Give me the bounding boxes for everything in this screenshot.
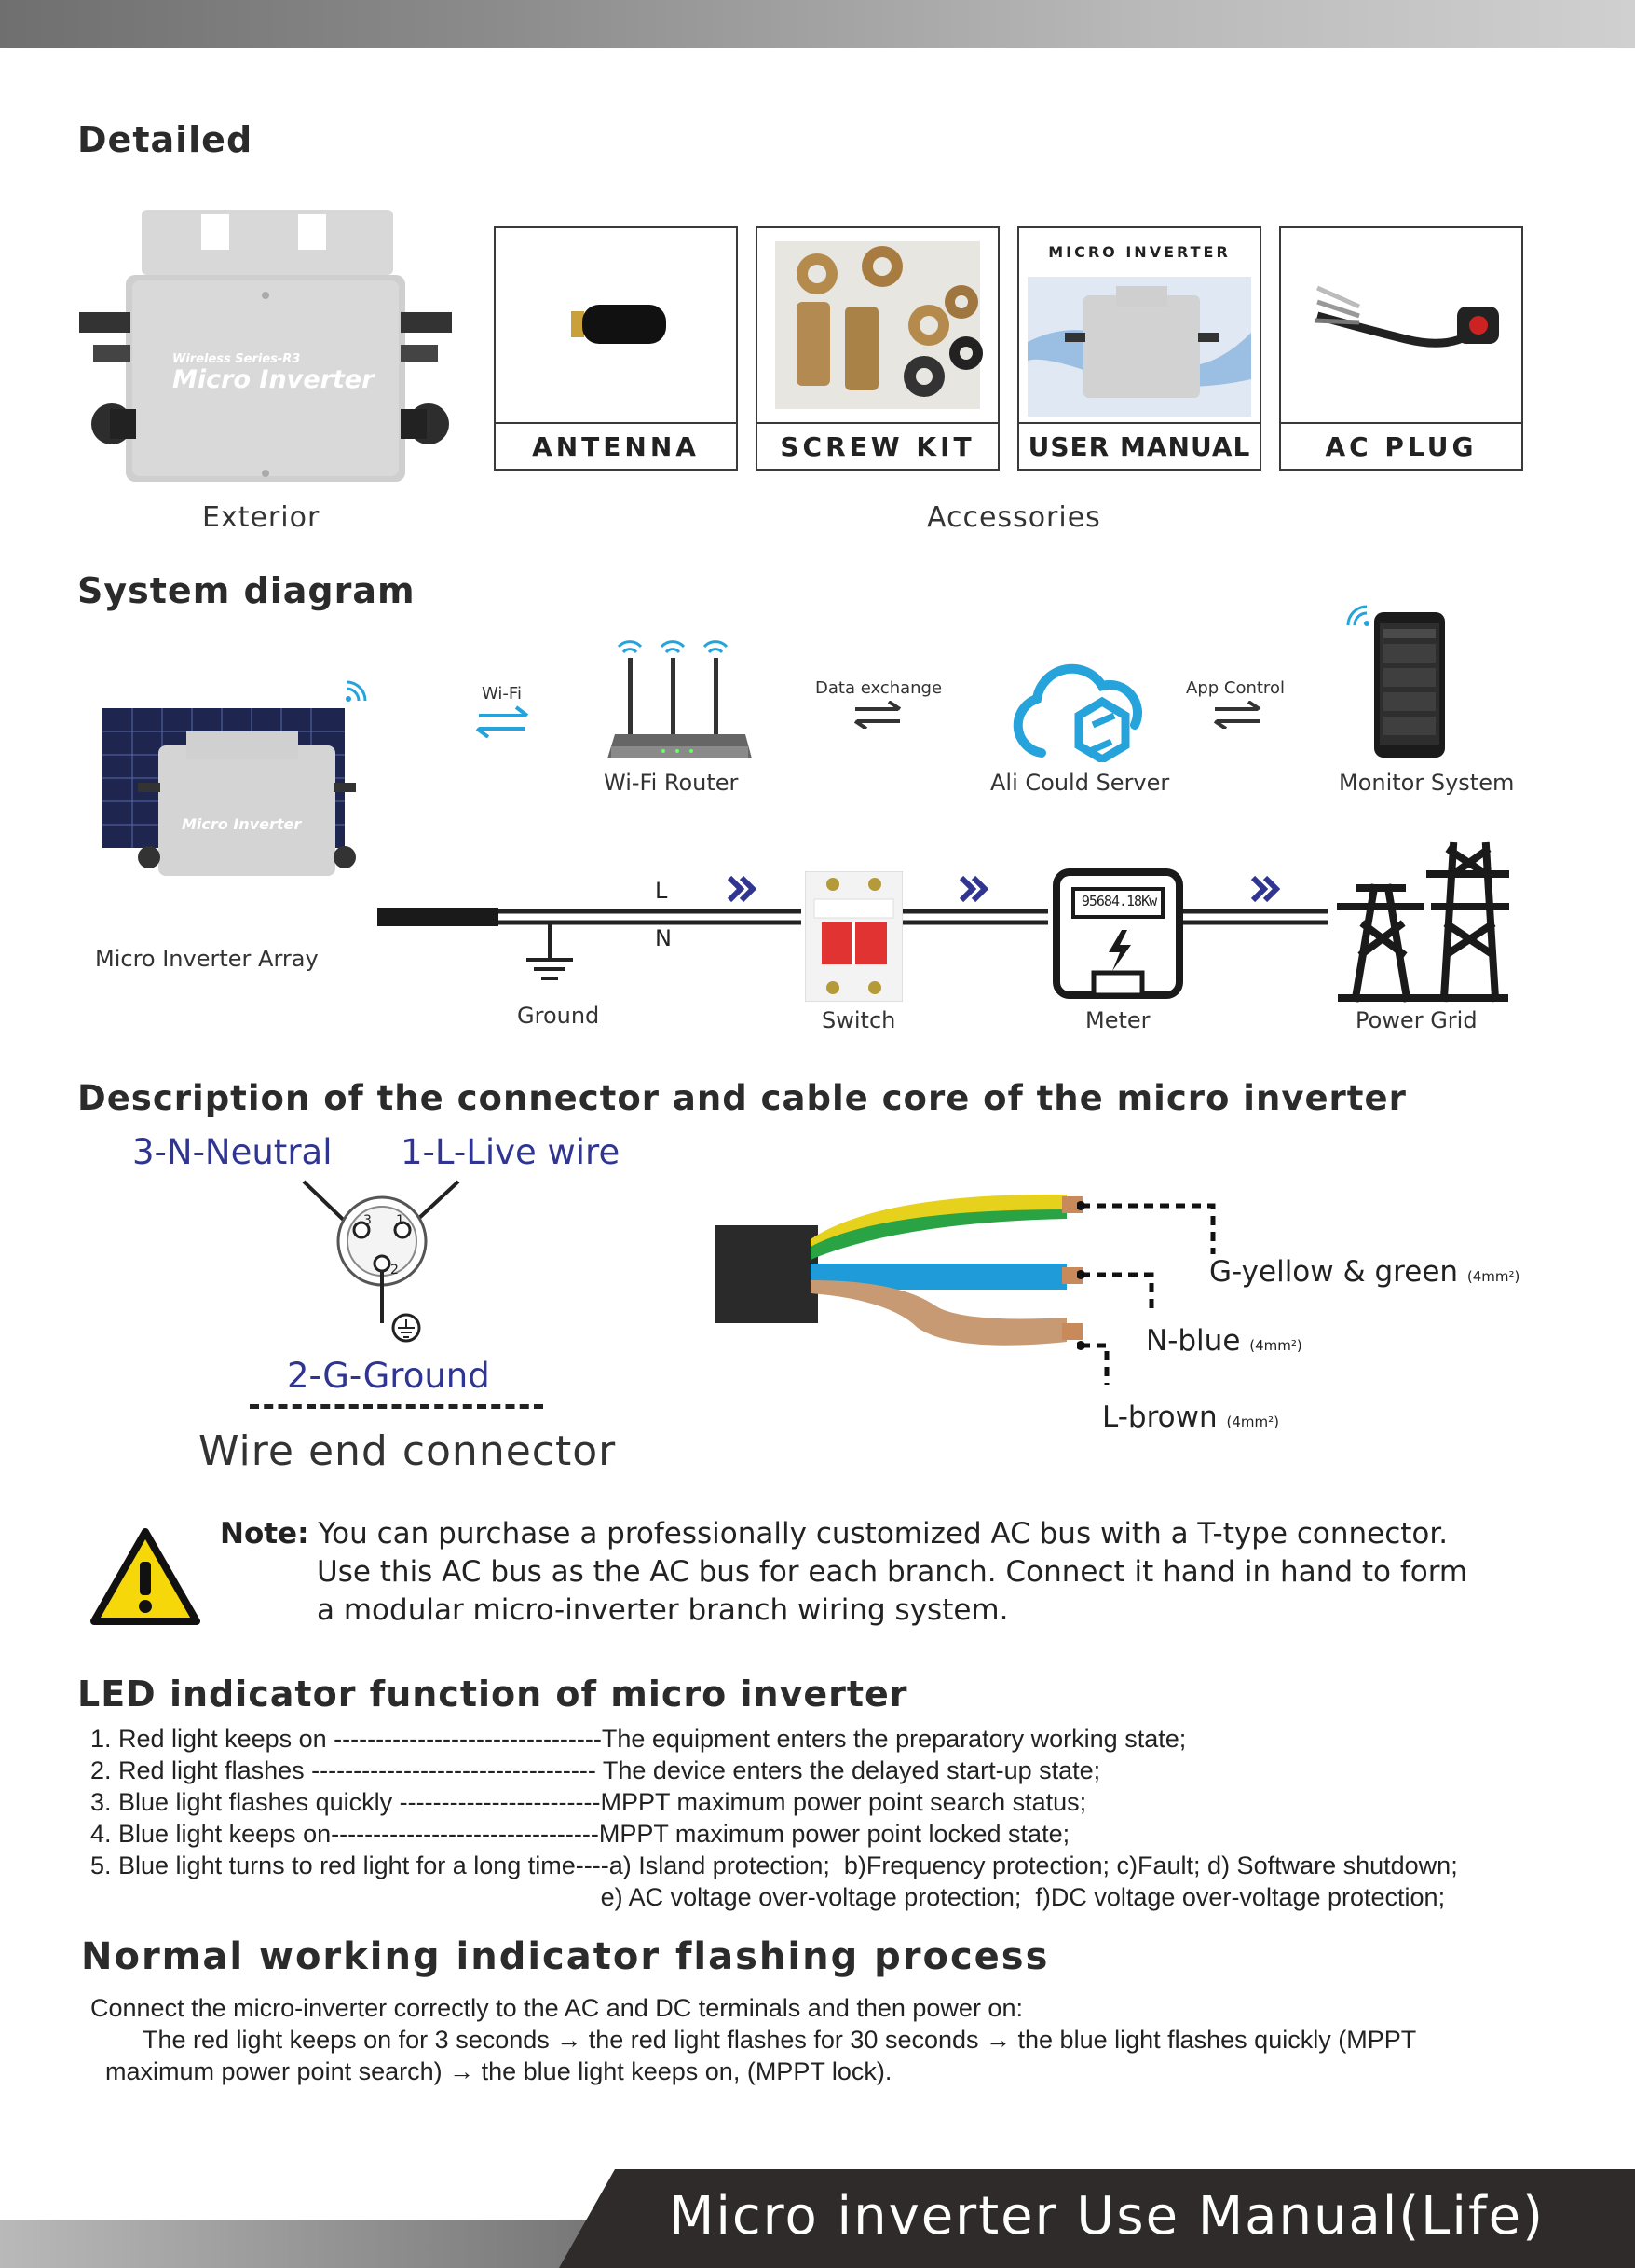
grid-label: Power Grid — [1356, 1007, 1478, 1033]
switch-icon — [804, 870, 904, 1005]
accessory-user-manual: MICRO INVERTER USER MANUAL — [1017, 226, 1261, 471]
n-wire-size: (4mm²) — [1249, 1337, 1302, 1354]
l-wire-label: L-brown (4mm²) — [1102, 1400, 1279, 1434]
ac-plug-icon — [1281, 228, 1521, 422]
power-line-diagram — [373, 848, 1537, 1010]
top-banner — [0, 0, 1635, 48]
n-wire-label: N-blue (4mm²) — [1146, 1324, 1302, 1358]
antenna-icon — [496, 228, 736, 422]
manual-header: MICRO INVERTER — [1048, 243, 1231, 261]
switch-label: Switch — [822, 1007, 896, 1033]
wifi-exchange-arrows-icon — [470, 704, 535, 742]
cable-core-image — [713, 1183, 1104, 1373]
data-exchange-arrows-icon — [852, 700, 904, 732]
phone-wifi-icon — [1344, 601, 1372, 633]
screw-kit-icon — [757, 228, 998, 422]
app-control-arrows-icon — [1211, 700, 1263, 732]
led-item-4: 4. Blue light keeps on------------------… — [90, 1820, 1070, 1848]
note-line-2: Use this AC bus as the AC bus for each b… — [317, 1555, 1468, 1589]
dashed-divider — [250, 1404, 543, 1409]
user-manual-label: USER MANUAL — [1019, 422, 1260, 469]
router-icon — [607, 630, 752, 764]
app-control-label: App Control — [1186, 678, 1285, 698]
l-wire-size: (4mm²) — [1226, 1414, 1279, 1430]
ground-pin-label: 2-G-Ground — [287, 1356, 490, 1396]
manual-icon — [1019, 271, 1260, 422]
solar-array-image: Micro Inverter — [93, 680, 373, 895]
cable-leader-lines — [1076, 1198, 1226, 1426]
connector-heading: Description of the connector and cable c… — [77, 1078, 1407, 1118]
note-line-3: a modular micro-inverter branch wiring s… — [317, 1593, 1009, 1627]
accessory-screw-kit: SCREW KIT — [756, 226, 1000, 471]
monitor-phone-icon — [1372, 610, 1447, 763]
led-item-5: 5. Blue light turns to red light for a l… — [90, 1851, 1458, 1879]
wire-end-connector-icon — [298, 1174, 466, 1355]
meter-label: Meter — [1085, 1007, 1151, 1033]
data-exchange-label: Data exchange — [815, 678, 943, 698]
wifi-label: Wi-Fi — [482, 684, 522, 704]
footer-banner: Micro inverter Use Manual(Life) — [0, 2169, 1635, 2268]
g-wire-label: G-yellow & green (4mm²) — [1209, 1255, 1519, 1289]
l-wire-name: L-brown — [1102, 1400, 1218, 1434]
detailed-heading: Detailed — [77, 119, 253, 160]
footer-title: Micro inverter Use Manual(Life) — [669, 2186, 1545, 2247]
led-item-5-continued: e) AC voltage over-voltage protection; f… — [90, 1883, 1446, 1911]
warning-icon — [90, 1528, 200, 1631]
antenna-label: ANTENNA — [496, 422, 736, 469]
flashing-line-3: maximum power point search) → the blue l… — [105, 2057, 892, 2085]
exterior-caption: Exterior — [202, 501, 320, 534]
line-n-label: N — [655, 925, 672, 951]
svg-text:Micro Inverter: Micro Inverter — [182, 815, 302, 833]
led-list: 1. Red light keeps on ------------------… — [90, 1723, 1458, 1913]
accessory-antenna: ANTENNA — [494, 226, 738, 471]
note-label: Note: — [220, 1517, 309, 1551]
pin-2-label: 2 — [390, 1263, 399, 1277]
led-heading: LED indicator function of micro inverter — [77, 1674, 908, 1715]
inverter-wifi-icon — [343, 676, 371, 708]
ground-label: Ground — [517, 1003, 600, 1029]
inverter-exterior-image — [75, 210, 466, 489]
server-label: Ali Could Server — [990, 770, 1170, 796]
accessory-ac-plug: AC PLUG — [1279, 226, 1523, 471]
router-label: Wi-Fi Router — [604, 770, 739, 796]
led-item-3: 3. Blue light flashes quickly ----------… — [90, 1788, 1087, 1816]
monitor-label: Monitor System — [1339, 770, 1515, 796]
led-item-2: 2. Red light flashes -------------------… — [90, 1756, 1101, 1784]
n-wire-name: N-blue — [1146, 1324, 1241, 1358]
note-block: Note: You can purchase a professionally … — [220, 1515, 1467, 1630]
accessories-caption: Accessories — [927, 501, 1101, 534]
inverter-name-text: Micro Inverter — [172, 365, 375, 394]
pin-3-label: 3 — [363, 1213, 372, 1228]
wire-end-label: Wire end connector — [198, 1428, 617, 1475]
flashing-line-1: Connect the micro-inverter correctly to … — [90, 1994, 1023, 2022]
flashing-text: Connect the micro-inverter correctly to … — [90, 1992, 1416, 2087]
inverter-series-text: Wireless Series-R3 — [172, 352, 301, 366]
g-wire-size: (4mm²) — [1466, 1268, 1520, 1285]
note-line-1: You can purchase a professionally custom… — [318, 1517, 1449, 1551]
array-label: Micro Inverter Array — [95, 946, 319, 972]
neutral-label: 3-N-Neutral — [132, 1132, 333, 1172]
pin-1-label: 1 — [396, 1213, 404, 1228]
led-item-1: 1. Red light keeps on ------------------… — [90, 1725, 1187, 1753]
live-label: 1-L-Live wire — [401, 1132, 620, 1172]
line-l-label: L — [655, 878, 668, 904]
cloud-server-icon — [1004, 660, 1153, 766]
meter-icon — [1053, 868, 1183, 1003]
g-wire-name: G-yellow & green — [1209, 1255, 1459, 1289]
power-grid-tower-icon — [1335, 832, 1510, 1008]
ac-plug-label: AC PLUG — [1281, 422, 1521, 469]
flashing-heading: Normal working indicator flashing proces… — [81, 1935, 1050, 1978]
flashing-line-2: The red light keeps on for 3 seconds → t… — [143, 2026, 1417, 2054]
system-diagram-heading: System diagram — [77, 570, 416, 611]
screw-kit-label: SCREW KIT — [757, 422, 998, 469]
meter-reading: 95684.18Kw — [1081, 893, 1157, 909]
